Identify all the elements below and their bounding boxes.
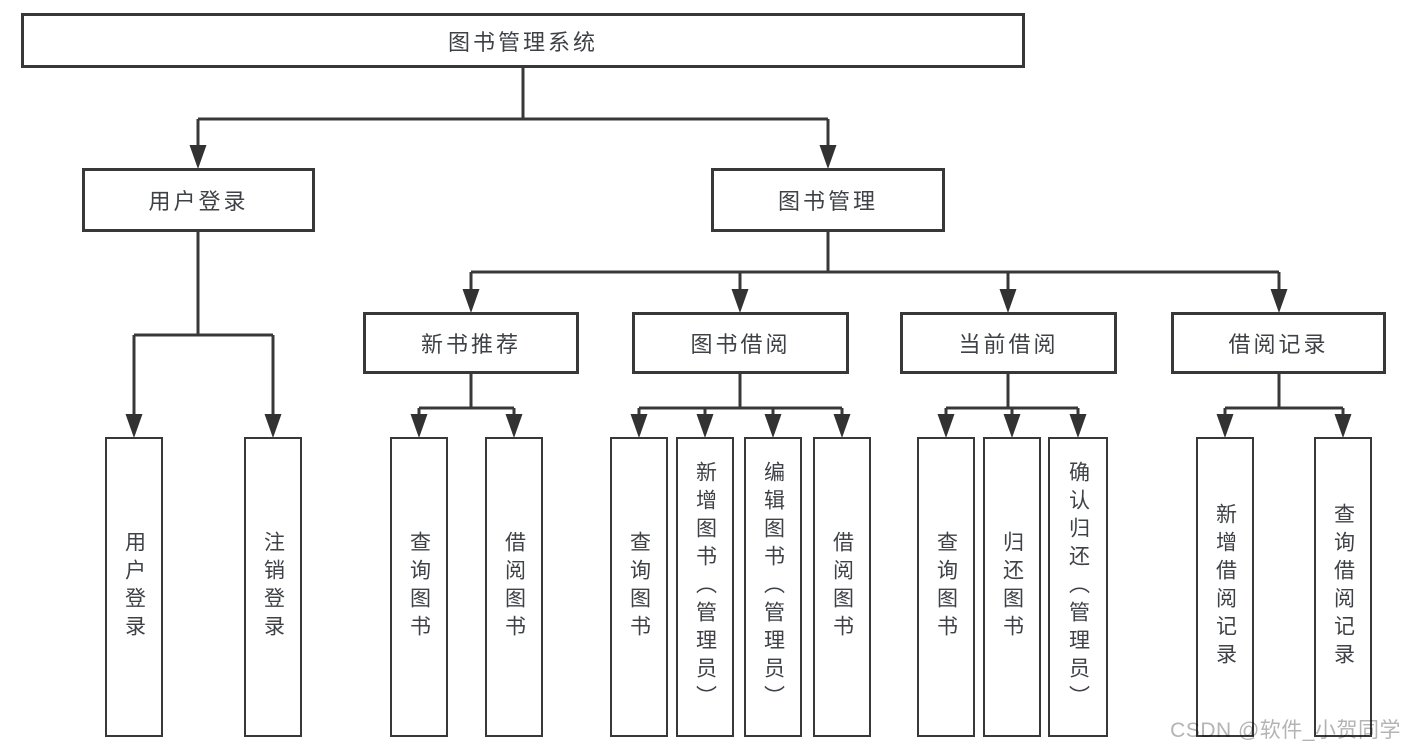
connector-book-borrow <box>637 374 844 415</box>
connector-root <box>196 68 830 146</box>
node-label: 归还图书 <box>1000 531 1024 643</box>
node-label: 查询借阅记录 <box>1331 503 1355 671</box>
connector-new-book <box>417 374 516 415</box>
node-label: 编辑图书（管理员） <box>761 461 785 713</box>
arrow-down-icon <box>696 414 714 438</box>
arrow-down-icon <box>819 145 837 169</box>
node-label: 查询图书 <box>627 531 651 643</box>
node-label: 图书借阅 <box>690 332 791 357</box>
arrow-down-icon <box>1334 414 1352 438</box>
node-label: 借阅图书 <box>502 531 526 643</box>
leaf-edit-books-admin: 编辑图书（管理员） <box>744 437 802 737</box>
arrow-down-icon <box>764 414 782 438</box>
arrow-down-icon <box>505 414 523 438</box>
arrow-down-icon <box>410 414 428 438</box>
node-label: 查询图书 <box>407 531 431 643</box>
leaf-query-books: 查询图书 <box>917 437 975 737</box>
node-book-borrow: 图书借阅 <box>632 312 849 374</box>
leaf-borrow-books: 借阅图书 <box>813 437 871 737</box>
arrow-down-icon <box>189 145 207 169</box>
csdn-watermark: CSDN @软件_小贺同学 <box>1170 719 1401 742</box>
leaf-add-borrow-record: 新增借阅记录 <box>1196 437 1254 737</box>
leaf-return-books: 归还图书 <box>983 437 1041 737</box>
node-current-borrow: 当前借阅 <box>900 312 1117 374</box>
arrow-down-icon <box>1270 289 1288 313</box>
leaf-logout: 注销登录 <box>244 437 302 737</box>
arrow-down-icon <box>462 289 480 313</box>
arrow-down-icon <box>1069 414 1087 438</box>
arrow-down-icon <box>1216 414 1234 438</box>
leaf-add-books-admin: 新增图书（管理员） <box>676 437 734 737</box>
arrow-down-icon <box>833 414 851 438</box>
arrowheads <box>125 145 1352 438</box>
node-label: 注销登录 <box>261 531 285 643</box>
arrow-down-icon <box>731 289 749 313</box>
node-label: 新增图书（管理员） <box>693 461 717 713</box>
node-label: 图书管理系统 <box>447 29 598 55</box>
node-label: 借阅记录 <box>1228 332 1329 357</box>
connector-current-borrow <box>944 374 1080 415</box>
arrow-down-icon <box>630 414 648 438</box>
node-label: 借阅图书 <box>830 531 854 643</box>
arrow-down-icon <box>999 289 1017 313</box>
arrow-down-icon <box>125 414 143 438</box>
connector-book-mgmt <box>469 232 1281 290</box>
node-label: 用户登录 <box>122 531 146 643</box>
leaf-confirm-return-admin: 确认归还（管理员） <box>1048 437 1108 737</box>
node-book-management: 图书管理 <box>711 168 945 232</box>
node-label: 图书管理 <box>777 189 878 214</box>
node-library-management-system: 图书管理系统 <box>21 13 1025 68</box>
node-label: 当前借阅 <box>958 332 1059 357</box>
leaf-borrow-books: 借阅图书 <box>485 437 543 737</box>
node-label: 新书推荐 <box>420 332 521 357</box>
leaf-query-books: 查询图书 <box>390 437 448 737</box>
leaf-query-books: 查询图书 <box>610 437 668 737</box>
node-label: 新增借阅记录 <box>1213 503 1237 671</box>
node-user-login: 用户登录 <box>82 168 315 232</box>
arrow-down-icon <box>264 414 282 438</box>
leaf-query-borrow-record: 查询借阅记录 <box>1314 437 1372 737</box>
arrow-down-icon <box>937 414 955 438</box>
node-new-book-recommend: 新书推荐 <box>363 312 579 374</box>
node-label: 用户登录 <box>148 189 249 214</box>
node-label: 查询图书 <box>934 531 958 643</box>
node-label: 确认归还（管理员） <box>1066 461 1090 713</box>
node-borrow-records: 借阅记录 <box>1171 312 1386 374</box>
connector-borrow-records <box>1223 374 1345 415</box>
arrow-down-icon <box>1003 414 1021 438</box>
leaf-user-login: 用户登录 <box>105 437 163 737</box>
connector-user-login <box>132 232 275 415</box>
